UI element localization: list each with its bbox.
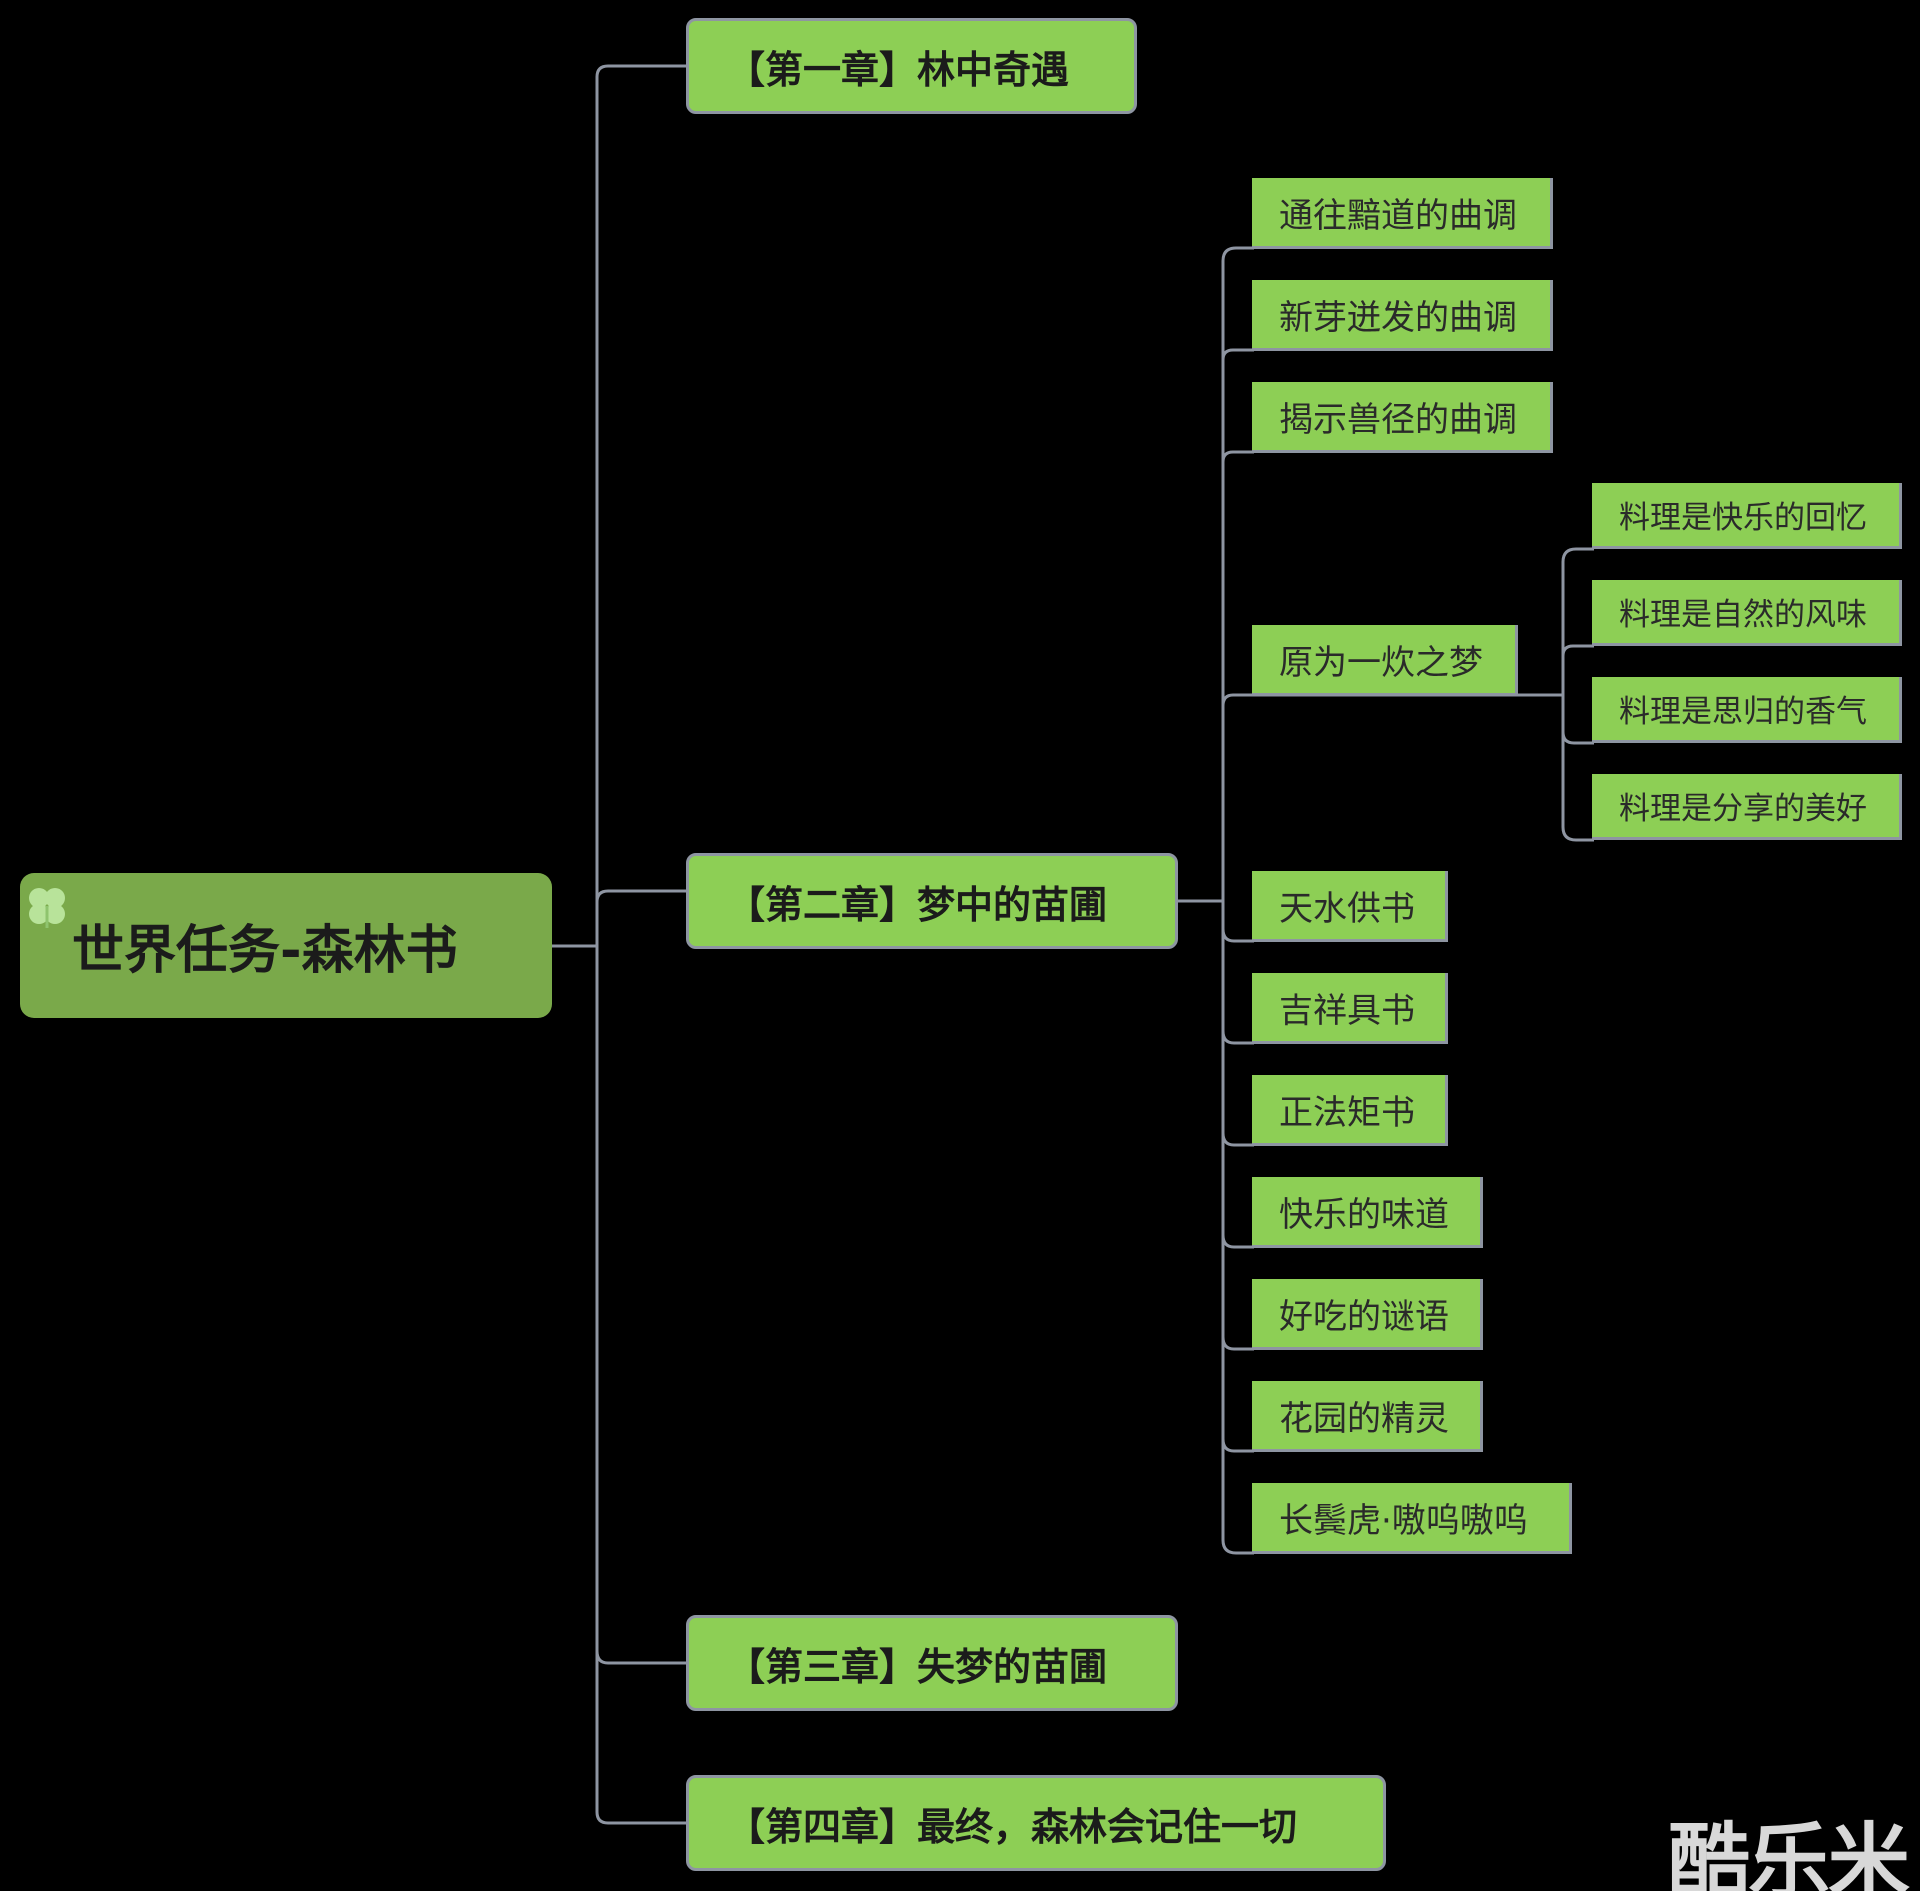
quest-item[interactable]: 好吃的谜语 <box>1252 1279 1483 1350</box>
connector-item-5 <box>1221 1030 1254 1045</box>
quest-item[interactable]: 花园的精灵 <box>1252 1381 1483 1452</box>
quest-item-label: 好吃的谜语 <box>1279 1296 1449 1337</box>
clover-icon <box>29 888 65 928</box>
connector-item-8 <box>1221 1336 1254 1351</box>
quest-item[interactable]: 天水供书 <box>1252 871 1448 942</box>
quest-item-label: 原为一炊之梦 <box>1279 642 1483 683</box>
chapter-label: 【第二章】梦中的苗圃 <box>727 882 1108 927</box>
dream-leaf-item[interactable]: 料理是快乐的回忆 <box>1592 483 1902 549</box>
chapter-node-1[interactable]: 【第一章】林中奇遇 <box>686 18 1137 114</box>
chapter-node-3[interactable]: 【第三章】失梦的苗圃 <box>686 1615 1178 1711</box>
quest-item-label: 天水供书 <box>1279 888 1415 929</box>
connector-chapter2 <box>595 889 688 903</box>
quest-item[interactable]: 吉祥具书 <box>1252 973 1448 1044</box>
quest-item-label: 长鬓虎·嗷呜嗷呜 <box>1279 1500 1528 1541</box>
quest-item[interactable]: 揭示兽径的曲调 <box>1252 382 1553 453</box>
dream-leaf-label: 料理是自然的风味 <box>1619 597 1867 633</box>
watermark-text: 酷乐米 <box>1668 1815 1910 1891</box>
connector-item-4 <box>1221 928 1254 943</box>
quest-item-label: 快乐的味道 <box>1279 1194 1449 1235</box>
connector-item-9 <box>1221 1438 1254 1453</box>
quest-item-label: 吉祥具书 <box>1279 990 1415 1031</box>
dream-leaf-item[interactable]: 料理是自然的风味 <box>1592 580 1902 646</box>
connector-chapter2-trunk <box>1221 246 1237 1555</box>
quest-item-label: 通往黯道的曲调 <box>1279 195 1517 236</box>
connector-item-7 <box>1221 1234 1254 1249</box>
connector-item-6 <box>1221 1132 1254 1147</box>
dream-leaf-label: 料理是快乐的回忆 <box>1619 500 1867 536</box>
connector-leaf-1 <box>1561 644 1594 657</box>
quest-item[interactable]: 长鬓虎·嗷呜嗷呜 <box>1252 1483 1572 1554</box>
quest-item[interactable]: 快乐的味道 <box>1252 1177 1483 1248</box>
quest-item-label: 正法矩书 <box>1279 1092 1415 1133</box>
dream-leaf-item[interactable]: 料理是分享的美好 <box>1592 774 1902 840</box>
quest-item-dream[interactable]: 原为一炊之梦 <box>1252 625 1518 696</box>
connector-root-trunk <box>595 64 609 1825</box>
chapter-label: 【第一章】林中奇遇 <box>727 47 1070 92</box>
chapter-label: 【第三章】失梦的苗圃 <box>727 1644 1108 1689</box>
dream-leaf-item[interactable]: 料理是思归的香气 <box>1592 677 1902 743</box>
quest-item-label: 新芽迸发的曲调 <box>1279 297 1517 338</box>
quest-item[interactable]: 通往黯道的曲调 <box>1252 178 1553 249</box>
dream-leaf-label: 料理是思归的香气 <box>1619 694 1867 730</box>
quest-item[interactable]: 正法矩书 <box>1252 1075 1448 1146</box>
quest-item-label: 花园的精灵 <box>1279 1398 1449 1439</box>
chapter-node-2[interactable]: 【第二章】梦中的苗圃 <box>686 853 1178 949</box>
chapter-node-4[interactable]: 【第四章】最终，森林会记住一切 <box>686 1775 1386 1871</box>
chapter-label: 【第四章】最终，森林会记住一切 <box>727 1804 1298 1849</box>
connector-chapter3 <box>595 1650 688 1665</box>
quest-item[interactable]: 新芽迸发的曲调 <box>1252 280 1553 351</box>
quest-item-label: 揭示兽径的曲调 <box>1279 399 1517 440</box>
connector-item-2 <box>1221 450 1254 463</box>
connector-dream-trunk <box>1561 547 1577 842</box>
root-label: 世界任务-森林书 <box>72 921 458 981</box>
dream-leaf-label: 料理是分享的美好 <box>1619 791 1867 827</box>
connector-leaf-2 <box>1561 731 1594 745</box>
root-node[interactable]: 世界任务-森林书 <box>20 873 552 1018</box>
connector-item-3 <box>1221 693 1563 707</box>
connector-item-1 <box>1221 348 1254 361</box>
